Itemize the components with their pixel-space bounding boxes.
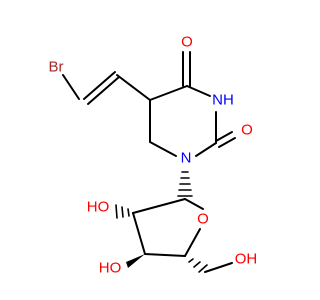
atom-nh: NH [212, 92, 234, 109]
atom-bromine: Br [49, 59, 64, 76]
bond-c2-o2-a [215, 131, 233, 142]
bond-c5-c4 [149, 85, 188, 101]
bond-cvinyl-double-b [87, 76, 120, 105]
atom-carbonyl-oxygen-top: O [181, 34, 193, 51]
bond-br-cvinyl [62, 74, 80, 100]
bond-n1-c6 [149, 141, 177, 157]
atom-hydroxyl-c3prime: HO [99, 260, 122, 277]
bond-cvinyl-double-a [83, 71, 116, 100]
bond-c3prime-oh-wedge [126, 254, 145, 268]
bond-c4prime-ch2-hashed [188, 258, 208, 273]
structural-formula: Br O NH O N O HO HO OH [49, 34, 258, 277]
bond-oring-c4prime [184, 228, 201, 257]
bond-c3prime-c2prime [132, 212, 146, 255]
bond-n1-c1prime-hashed [177, 171, 193, 197]
atom-labels: Br O NH O N O HO HO OH [49, 34, 258, 277]
bond-c4prime-c3prime [144, 253, 186, 257]
bond-ch2-oh [204, 262, 233, 273]
bond-c2-n1 [195, 142, 217, 157]
bond-c2-o2-b [218, 137, 236, 148]
atom-n1: N [181, 150, 192, 167]
atom-hydroxyl-c2prime: HO [87, 199, 110, 216]
bond-c4-n3 [186, 85, 211, 97]
atom-ring-oxygen: O [197, 211, 209, 228]
bond-c2prime-oh-hashed [115, 204, 130, 219]
bond-c1prime-oring [184, 198, 204, 210]
bond-c2prime-c1prime [132, 198, 186, 214]
atom-hydroxyl-c5prime: OH [235, 251, 258, 268]
atom-carbonyl-oxygen-right: O [241, 122, 253, 139]
bonds [62, 51, 236, 273]
bond-cvinyl-c5 [116, 74, 151, 101]
